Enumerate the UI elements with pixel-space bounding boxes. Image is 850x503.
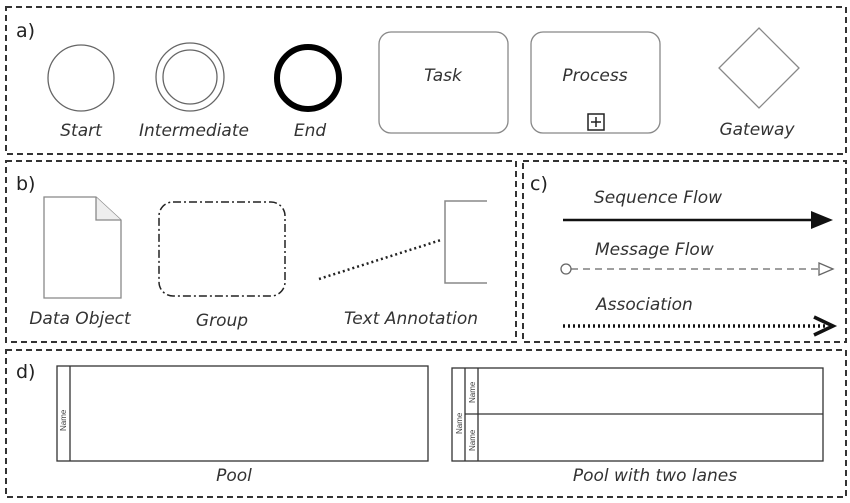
process-box (530, 31, 661, 134)
section-b-frame (5, 160, 517, 343)
message-flow-label: Message Flow (595, 240, 714, 260)
task-box (378, 31, 509, 134)
association-arrowhead (813, 315, 838, 337)
pool-name-label: Name (59, 409, 68, 431)
group-label: Group (196, 311, 248, 331)
section-d-label: d) (16, 361, 35, 383)
start-event-circle (47, 44, 115, 112)
sequence-flow-label: Sequence Flow (594, 188, 722, 208)
lane-2-name-label: Name (468, 429, 477, 451)
message-flow-origin-circle (560, 263, 572, 275)
section-d-frame (5, 349, 847, 498)
end-event-label: End (294, 121, 327, 141)
lanes-pool-name-label: Name (455, 412, 464, 434)
association-label: Association (595, 295, 693, 315)
text-annotation-bracket (444, 200, 487, 284)
process-label: Process (562, 66, 627, 86)
task-label: Task (424, 66, 463, 86)
section-a-label: a) (16, 20, 35, 42)
sequence-flow-arrowhead (811, 211, 833, 229)
end-event-circle (274, 44, 342, 112)
intermediate-event-label: Intermediate (139, 121, 249, 141)
gateway-label: Gateway (719, 120, 795, 140)
section-b-label: b) (16, 173, 35, 195)
group-shape (158, 201, 286, 297)
section-c-label: c) (530, 173, 548, 195)
lane-1-name-label: Name (468, 381, 477, 403)
lanes-pool-caption: Pool with two lanes (573, 466, 737, 486)
pool-frame (56, 365, 429, 462)
section-a-frame (5, 6, 847, 155)
data-object-fold (95, 197, 121, 221)
data-object-label: Data Object (29, 309, 132, 329)
start-event-label: Start (60, 121, 103, 141)
pool-caption: Pool (216, 466, 252, 486)
gateway-diamond (718, 27, 800, 109)
message-flow-arrowhead (818, 262, 835, 276)
process-expand-marker-icon (587, 113, 605, 131)
section-c-frame (522, 160, 847, 343)
data-object-shape (43, 196, 122, 299)
intermediate-event-outer-circle (155, 42, 225, 112)
annotation-association-line (318, 238, 442, 281)
intermediate-event-inner-circle (162, 49, 218, 105)
text-annotation-label: Text Annotation (344, 309, 478, 329)
